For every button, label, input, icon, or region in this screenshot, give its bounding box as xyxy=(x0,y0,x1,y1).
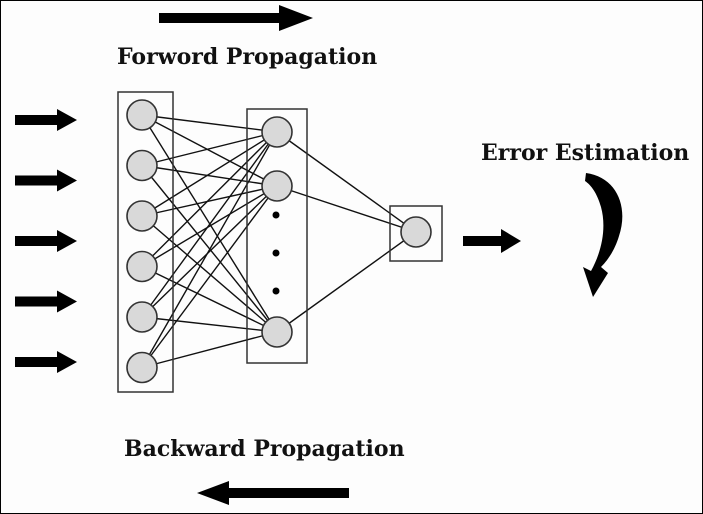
connection-line xyxy=(141,185,278,217)
input-node xyxy=(126,301,158,333)
error-estimation-label: Error Estimation xyxy=(481,140,689,166)
input-arrow-icon xyxy=(15,290,77,313)
input-arrows xyxy=(15,109,77,373)
connection-line xyxy=(141,131,278,368)
connection-line xyxy=(141,185,278,368)
connection-line xyxy=(141,316,278,333)
connection-line xyxy=(141,131,278,318)
input-layer-box xyxy=(117,91,174,393)
curved-error-arrow-icon xyxy=(583,173,623,297)
hidden-node xyxy=(261,170,293,202)
ellipsis-dot xyxy=(272,249,280,257)
connection-line xyxy=(141,114,278,187)
connection-line xyxy=(141,215,278,333)
connection-line xyxy=(141,114,278,133)
connection-line xyxy=(276,131,417,233)
input-arrow-icon xyxy=(15,351,77,373)
hidden-node xyxy=(261,316,293,348)
forward-arrow-icon xyxy=(159,5,313,31)
ellipsis-dot xyxy=(272,287,280,295)
nodes xyxy=(126,99,432,384)
input-node xyxy=(126,250,158,283)
connection-line xyxy=(276,231,417,333)
input-node xyxy=(126,149,158,182)
input-node xyxy=(126,99,158,131)
output-arrow-icon xyxy=(463,229,521,253)
input-node xyxy=(126,200,158,232)
connection-line xyxy=(276,185,417,233)
input-arrow-icon xyxy=(15,109,77,131)
input-arrow-icon xyxy=(15,230,77,252)
forward-propagation-label: Forword Propagation xyxy=(117,44,377,70)
input-arrow-icon xyxy=(15,169,77,192)
connection-line xyxy=(141,185,278,268)
connection-line xyxy=(141,265,278,333)
connection-line xyxy=(141,131,278,267)
backward-arrow-icon xyxy=(197,481,349,505)
ellipsis-dot xyxy=(272,211,280,219)
hidden-ellipsis xyxy=(272,211,280,295)
hidden-layer-box xyxy=(246,108,308,364)
output-node xyxy=(400,216,432,248)
connection-line xyxy=(141,164,278,187)
connection-line xyxy=(141,331,278,369)
hidden-node xyxy=(261,116,293,148)
connections xyxy=(141,114,417,369)
connection-line xyxy=(141,131,278,217)
output-layer-box xyxy=(389,205,443,262)
input-node xyxy=(126,351,158,384)
connection-line xyxy=(141,185,278,318)
connection-line xyxy=(141,131,278,167)
backward-propagation-label: Backward Propagation xyxy=(124,436,405,462)
